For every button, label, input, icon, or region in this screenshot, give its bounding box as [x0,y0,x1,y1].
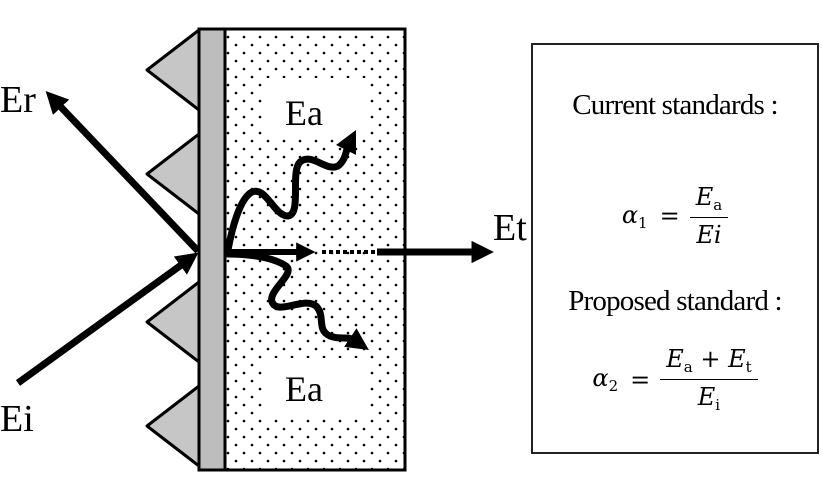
current-standard-heading: Current standards : [572,89,778,121]
alpha-subscript: 1 [638,213,648,232]
denominator-symbol: E [697,383,716,411]
incident-arrow [15,252,199,386]
alpha-symbol: α [621,200,639,229]
absorbed-wavy-arrow-bottom [224,250,369,350]
numerator-subscript: t [745,358,752,376]
numerator-subscript: a [713,196,723,214]
wedge [145,384,201,468]
current-standard-equation: α1 = Ea Ei [533,183,817,249]
equals-sign: = [630,365,651,394]
fraction-denominator: Ei [696,221,722,249]
absorbed-label-bg-top [262,78,370,136]
incident-label: Ei [0,398,34,440]
proposed-standard-heading: Proposed standard : [568,285,782,317]
proposed-standard-equation: α2 = Ea + Et Ei [533,345,817,414]
plus-sign: + [692,345,729,373]
absorbed-wavy-arrow-top [224,129,357,254]
formula-box: Current standards : α1 = Ea Ei Proposed … [531,43,819,454]
transmitted-label: Et [493,207,527,249]
numerator-subscript: a [683,358,693,376]
current-fraction: Ea Ei [689,183,729,249]
current-lhs: α1 [622,201,648,232]
reflected-label: Er [0,79,36,121]
wedge [145,132,201,216]
alpha-subscript: 2 [608,377,619,395]
fraction-numerator: Ea [689,183,729,218]
fraction-numerator: Ea + Et [660,345,758,380]
absorbed-label-bottom: Ea [285,369,323,409]
numerator-symbol: E [666,345,684,373]
surface-plate [197,27,227,472]
fraction-denominator: Ei [692,380,726,414]
wedge [145,280,201,364]
alpha-symbol: α [592,364,609,392]
numerator-symbol: E [695,183,714,211]
proposed-lhs: α2 [592,364,618,395]
absorbed-label-bg-bottom [262,358,370,416]
reflected-arrow [45,91,201,254]
wedge [145,28,201,112]
equals-sign: = [659,202,680,230]
absorbed-label-top: Ea [285,93,323,133]
numerator-symbol: E [728,345,746,373]
denominator-subscript: i [715,396,721,414]
proposed-fraction: Ea + Et Ei [660,345,758,414]
